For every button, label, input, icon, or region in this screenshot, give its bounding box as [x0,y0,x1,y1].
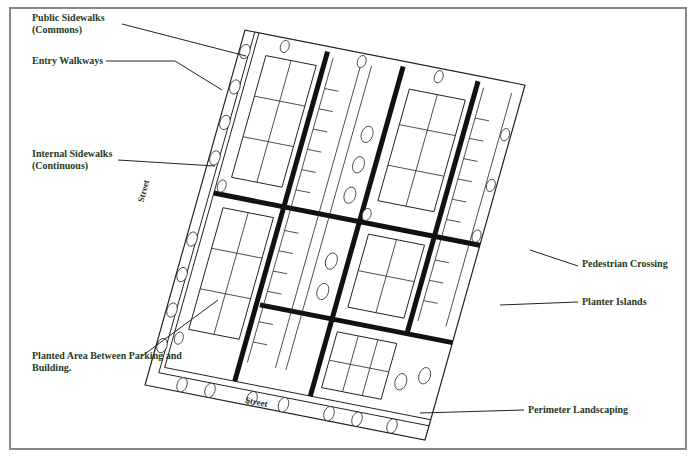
callout-label: Perimeter Landscaping [528,404,678,416]
callout-label: Planter Islands [582,296,682,308]
leader-line [420,410,524,413]
callout-label: Entry Walkways [32,55,142,67]
leader-line [118,160,215,166]
callout-label: Planted Area Between Parking and Buildin… [32,350,182,374]
leader-line [106,61,222,90]
site-plan [145,30,525,440]
callout-label: Pedestrian Crossing [582,258,672,270]
callout-label: Public Sidewalks (Commons) [32,12,142,36]
leader-line [530,250,578,266]
street-label: Street [244,394,269,410]
callout-label: Internal Sidewalks (Continuous) [32,148,142,172]
leader-line [122,24,246,56]
leader-line [142,300,218,356]
leader-line [500,302,578,305]
frame [10,8,686,449]
street-label: Street [135,178,152,203]
